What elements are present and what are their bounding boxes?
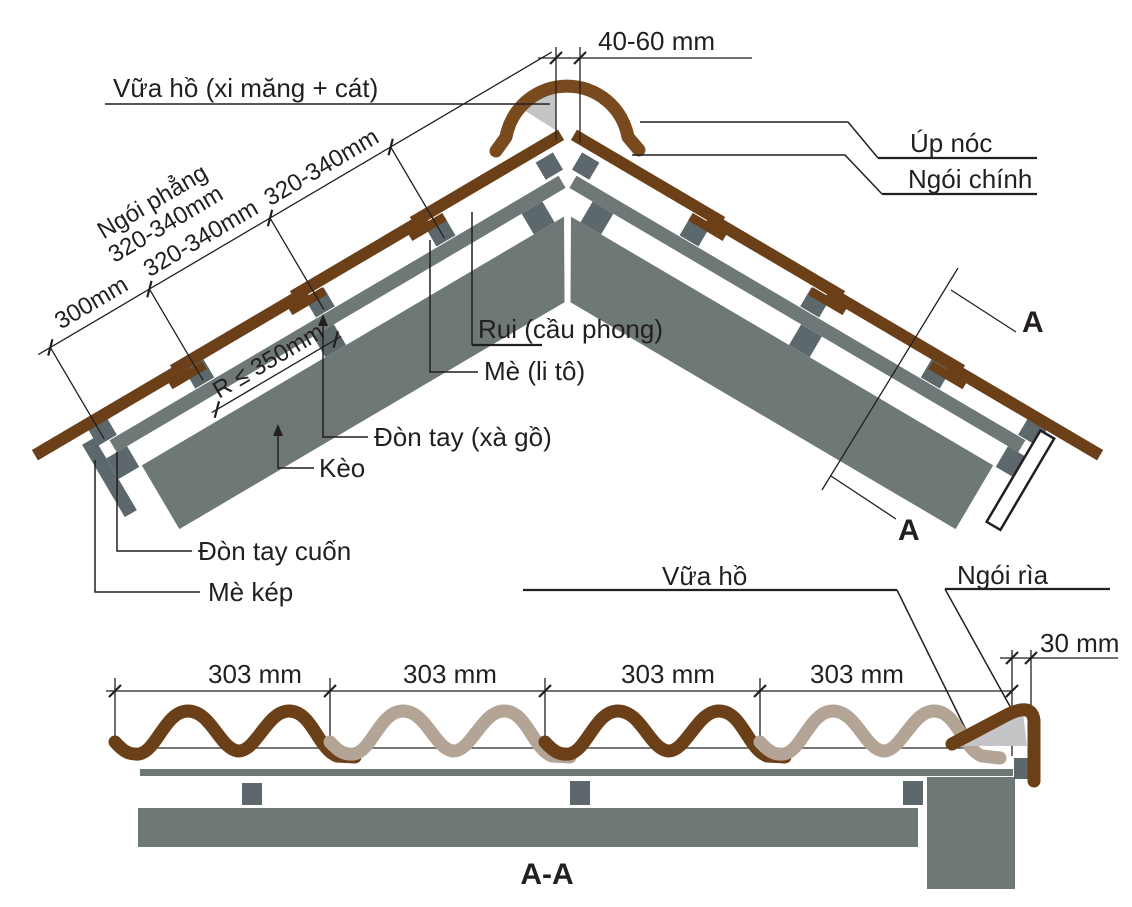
- purlin-beam: [138, 808, 918, 847]
- label-purlin: Đòn tay (xà gồ): [374, 422, 552, 452]
- extension-line: [269, 217, 325, 310]
- rafter-section-block: [903, 781, 923, 805]
- dim-label-303: 303 mm: [810, 659, 904, 689]
- dim-tick: [213, 401, 221, 419]
- label-edge-tile: Ngói rìa: [957, 560, 1049, 590]
- leader-ridge-cap: [640, 121, 879, 159]
- label-ridge-cap: Úp nóc: [910, 128, 992, 158]
- label-batten: Mè (li tô): [484, 356, 585, 386]
- dim-label-303: 303 mm: [621, 659, 715, 689]
- label-main-tile: Ngói chính: [908, 164, 1032, 194]
- section-view: Vữa hồ Ngói rìa 30 mm 303 mm 303 mm 303 …: [106, 560, 1119, 891]
- rafter-section-block: [242, 783, 262, 805]
- label-mortar-section: Vữa hồ: [662, 561, 747, 591]
- dim-label-ridge-gap: 40-60 mm: [598, 26, 715, 56]
- label-rafter: Rui (cầu phong): [478, 314, 663, 344]
- rafter-section-block: [570, 781, 590, 805]
- section-tile-3: [538, 704, 792, 764]
- label-double-batten: Mè kép: [208, 577, 293, 607]
- right-slope: [499, 129, 1108, 574]
- extension-line: [390, 146, 446, 239]
- arrowhead: [273, 424, 283, 436]
- eave-double-batten: [82, 437, 137, 518]
- leader-double-batten: [94, 460, 200, 593]
- leader-edge-tile: [944, 588, 1013, 711]
- section-marker-top: A: [1022, 306, 1044, 339]
- ridge-cap-arch: [489, 79, 646, 158]
- dim-label-303: 303 mm: [403, 659, 497, 689]
- section-tile-4: [753, 704, 1007, 765]
- dim-tick: [47, 338, 54, 356]
- dim-tick: [1005, 684, 1019, 698]
- leader-truss: [277, 432, 314, 469]
- section-title: A-A: [520, 858, 573, 891]
- leader-main-tile: [632, 154, 883, 195]
- dim-label-320-2: 320-340mm: [259, 123, 383, 211]
- extension-line: [148, 288, 204, 381]
- dim-label-30mm: 30 mm: [1040, 628, 1119, 658]
- label-truss: Kèo: [319, 453, 365, 483]
- batten-spacing-line: [211, 335, 342, 414]
- top-view: 300mm 320-340mm 320-340mm Ngói phẳng 320…: [27, 26, 1108, 607]
- leader-purlin: [322, 322, 368, 438]
- section-cut-branch: [950, 289, 1017, 333]
- arrowhead: [318, 314, 328, 326]
- dim-label-303: 303 mm: [208, 659, 302, 689]
- extension-line: [49, 347, 105, 440]
- leader-eave-purlin: [116, 452, 192, 552]
- section-tile-1: [108, 704, 362, 764]
- section-marker-bottom: A: [898, 514, 920, 547]
- label-mortar-top: Vữa hồ (xi măng + cát): [113, 73, 378, 103]
- leader-batten: [429, 240, 478, 373]
- sheathing-board: [140, 769, 1013, 776]
- dim-label-300: 300mm: [50, 271, 133, 335]
- section-cut-line: [821, 267, 959, 491]
- dim-tick: [332, 330, 339, 348]
- edge-post: [927, 777, 1015, 889]
- label-eave-purlin: Đòn tay cuốn: [198, 536, 351, 566]
- leader-mortar-section: [896, 589, 967, 731]
- slope-dimension-line: [37, 51, 553, 356]
- section-tile-2: [323, 704, 577, 764]
- eave-fascia-board: [984, 428, 1056, 532]
- section-cut-branch: [830, 475, 897, 520]
- edge-tile-hook: [945, 703, 1041, 788]
